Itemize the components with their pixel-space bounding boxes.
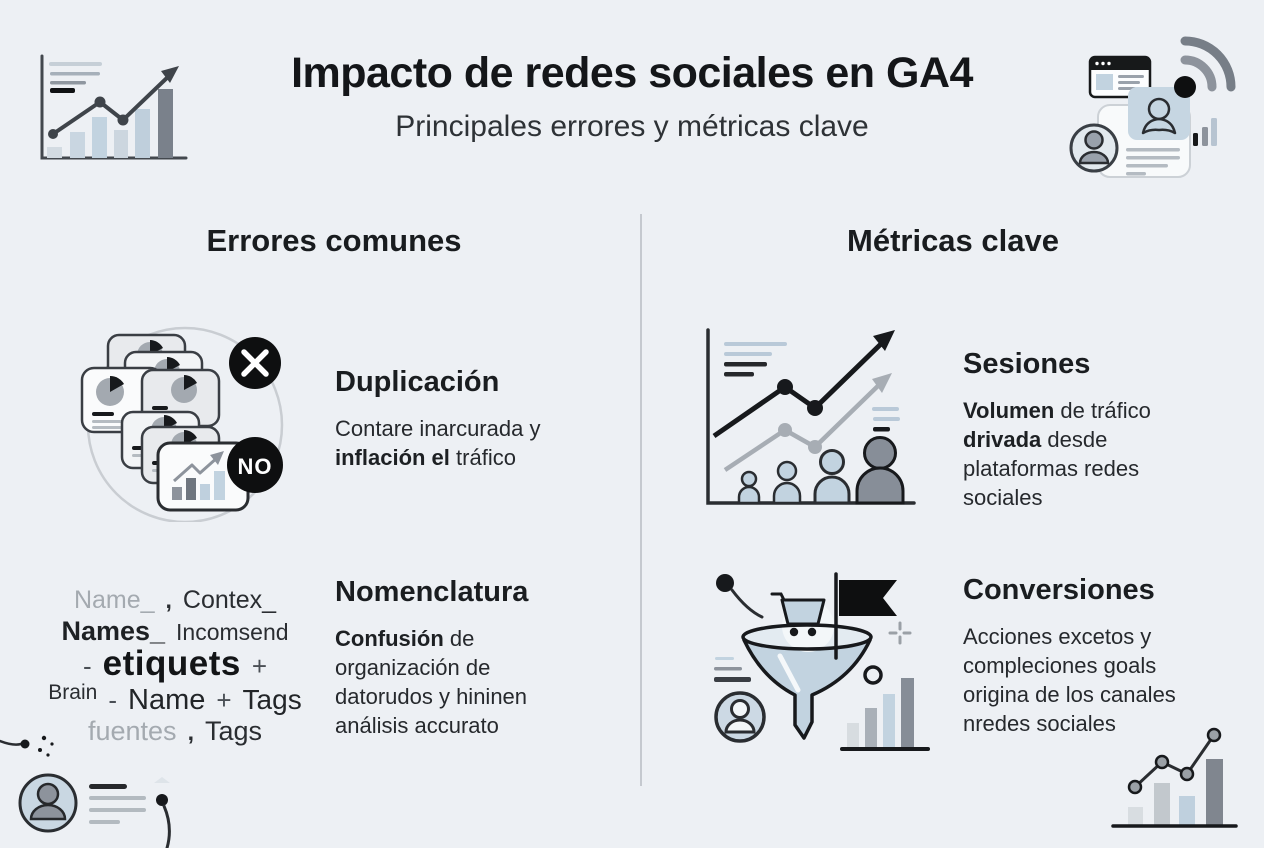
growth-chart-card (156, 441, 250, 512)
plus-mark-icon (888, 621, 912, 645)
avatar-icon (18, 773, 78, 833)
wordcloud-row: fuentes , Tags (87, 716, 262, 746)
small-growth-chart-icon (1111, 727, 1238, 828)
duplication-title: Duplicación (335, 366, 500, 398)
nomenclature-item: Nomenclatura Confusión de organización d… (335, 574, 585, 740)
shopping-cart-icon (770, 592, 826, 637)
funnel-body (742, 638, 872, 740)
result-bars-icon (840, 678, 930, 751)
duplicated-report-cards-with-x-and-no-badges-icon: NO (80, 326, 284, 522)
conversions-title: Conversiones (963, 574, 1155, 606)
errors-section-heading: Errores comunes (206, 223, 462, 258)
wifi-signal-icon (1174, 36, 1236, 98)
goal-flag-icon (834, 572, 897, 660)
duplication-item: Duplicación Contare inarcurada y inflaci… (335, 364, 635, 472)
nomenclature-description: Confusión de organización de datorudos y… (335, 626, 528, 739)
sessions-description: Volumen de tráfico drivada desde platafo… (963, 398, 1151, 511)
social-media-profile-signal-icon (1069, 36, 1236, 178)
audience-people-icons (737, 436, 905, 505)
metrics-section-heading: Métricas clave (847, 223, 1059, 258)
page-subtitle: Principales errores y métricas clave (395, 110, 869, 143)
wordcloud-row: Names_ Incomsend (61, 616, 289, 646)
avatar-icon (714, 691, 766, 743)
page-title: Impacto de redes sociales en GA4 (291, 49, 973, 97)
report-card-stack (80, 333, 250, 512)
nomenclature-wordcloud: Name_ , Contex_ Names_ Incomsend - etiqu… (25, 582, 325, 757)
wordcloud-row: Brain - Name + Tags (48, 681, 302, 716)
sessions-item: Sesiones Volumen de tráfico drivada desd… (963, 346, 1203, 512)
conversions-description: Acciones excetos y compleciones goals or… (963, 624, 1176, 737)
no-badge: NO (227, 437, 283, 493)
wordcloud-row: Name_ , Contex_ (73, 586, 277, 614)
traffic-growth-chart-with-audience-icon (706, 328, 916, 505)
sessions-title: Sesiones (963, 348, 1091, 380)
bar-line-growth-chart-icon (40, 54, 188, 160)
column-divider (640, 214, 642, 786)
mini-bars-icon (1193, 118, 1217, 146)
browser-window-icon (1088, 55, 1152, 99)
no-badge-label: NO (238, 454, 273, 479)
duplication-description: Contare inarcurada y inflación el tráfic… (335, 416, 541, 471)
avatar-icon (1069, 123, 1119, 173)
conversion-funnel-with-cart-and-flag-icon (714, 572, 930, 751)
wordcloud-row: - etiquets + (82, 644, 268, 683)
user-profile-note-icon (0, 735, 171, 848)
x-badge-icon (229, 337, 281, 389)
conversions-item: Conversiones Acciones excetos y compleci… (963, 572, 1228, 738)
nomenclature-title: Nomenclatura (335, 576, 529, 608)
